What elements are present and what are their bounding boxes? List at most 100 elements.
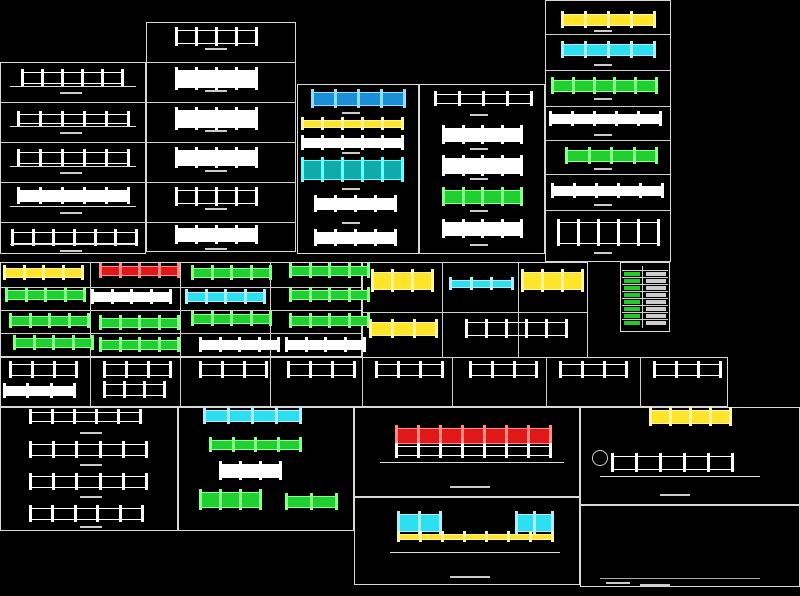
fence-post bbox=[215, 107, 218, 130]
fence-post bbox=[731, 453, 734, 472]
fence-post bbox=[91, 335, 94, 350]
sheet-divider bbox=[146, 182, 296, 183]
fence-post bbox=[17, 149, 20, 166]
fence-post bbox=[328, 263, 331, 278]
fence-post bbox=[729, 407, 732, 426]
fence-post bbox=[617, 219, 620, 246]
fence-post bbox=[263, 289, 266, 304]
fence-post bbox=[513, 361, 516, 378]
sheet-divider bbox=[146, 222, 296, 223]
fence-post bbox=[321, 157, 324, 182]
dimension-line bbox=[10, 166, 136, 167]
fence-post bbox=[121, 473, 125, 490]
gate-wall-elevation bbox=[30, 476, 146, 488]
fence-post bbox=[328, 287, 331, 302]
drawing-label bbox=[342, 152, 360, 154]
sheet-divider bbox=[146, 62, 296, 63]
sheet-lower-blue bbox=[354, 497, 580, 585]
fence-post bbox=[442, 219, 445, 238]
drawing-label bbox=[205, 48, 227, 50]
fence-post bbox=[139, 409, 142, 424]
fence-post bbox=[481, 125, 484, 144]
fence-post bbox=[243, 289, 247, 304]
sheet-divider bbox=[0, 182, 146, 183]
yellow-fence-elevation bbox=[302, 120, 402, 128]
table-cell bbox=[646, 279, 666, 283]
strip-fence-elevation bbox=[560, 364, 626, 376]
fence-post bbox=[610, 147, 613, 164]
fence-post bbox=[17, 187, 20, 204]
fence-post bbox=[215, 67, 218, 90]
fence-post bbox=[314, 195, 317, 212]
fence-post bbox=[177, 315, 180, 330]
fence-post bbox=[259, 461, 262, 480]
fence-post bbox=[175, 147, 178, 168]
fence-post bbox=[75, 361, 78, 378]
drawing-label bbox=[342, 188, 360, 190]
fence-post bbox=[707, 453, 710, 472]
fence-post bbox=[145, 473, 148, 490]
fence-post bbox=[461, 443, 464, 458]
fence-post bbox=[442, 155, 445, 176]
strip-fence-elevation bbox=[4, 386, 74, 396]
fence-post bbox=[5, 287, 8, 302]
fence-post bbox=[394, 229, 397, 246]
fence-elevation bbox=[550, 114, 660, 124]
wall-elevation bbox=[18, 152, 128, 164]
fence-post bbox=[210, 311, 214, 326]
yellow-gate-detail bbox=[370, 322, 436, 336]
fence-post bbox=[29, 505, 32, 522]
drawing-label bbox=[80, 526, 102, 528]
fence-post bbox=[481, 219, 484, 238]
fence-post bbox=[63, 287, 67, 302]
fence-post bbox=[22, 265, 26, 280]
fence-post bbox=[308, 313, 312, 328]
fence-post bbox=[529, 531, 532, 542]
fence-post bbox=[224, 289, 227, 304]
fence-post bbox=[458, 91, 461, 106]
fence-post bbox=[219, 461, 222, 480]
fence-post bbox=[354, 195, 357, 212]
fence-post bbox=[215, 27, 218, 46]
fence-post bbox=[485, 531, 488, 542]
fence-post bbox=[331, 361, 334, 378]
fence-post bbox=[347, 287, 351, 302]
sheet-divider bbox=[545, 140, 671, 141]
fence-post bbox=[157, 315, 161, 330]
fence-post bbox=[175, 107, 178, 130]
sheet-bottom-color bbox=[178, 407, 354, 531]
drawing-label bbox=[205, 170, 227, 172]
fence-post bbox=[607, 41, 610, 58]
fence-post bbox=[9, 361, 12, 378]
fence-post bbox=[653, 361, 656, 378]
fence-post bbox=[199, 337, 202, 352]
sheet-center-top bbox=[146, 22, 296, 252]
fence-post bbox=[551, 511, 554, 534]
gate-wall-elevation bbox=[22, 72, 122, 84]
fence-post bbox=[265, 361, 268, 378]
fence-post bbox=[98, 473, 102, 490]
fence-post bbox=[341, 157, 344, 182]
fence-post bbox=[653, 41, 656, 58]
fence-post bbox=[375, 361, 378, 378]
cyan-fence-detail bbox=[450, 280, 512, 288]
fence-post bbox=[275, 407, 278, 424]
fence-post bbox=[533, 511, 536, 534]
drawing-label bbox=[594, 134, 612, 136]
fence-post bbox=[257, 337, 261, 352]
fence-post bbox=[482, 91, 485, 106]
fence-post bbox=[118, 505, 122, 522]
fence-post bbox=[635, 453, 638, 472]
fence-post bbox=[535, 361, 538, 378]
fence-post bbox=[521, 269, 524, 292]
fence-post bbox=[29, 409, 32, 424]
grid-divider bbox=[0, 310, 362, 311]
fence-post bbox=[490, 277, 494, 290]
fence-post bbox=[354, 229, 357, 246]
fence-post bbox=[577, 219, 580, 246]
fence-post bbox=[401, 117, 404, 130]
fence-post bbox=[277, 337, 280, 352]
table-cell bbox=[646, 300, 666, 304]
drawing-label bbox=[594, 252, 612, 254]
fence-post bbox=[637, 219, 640, 246]
